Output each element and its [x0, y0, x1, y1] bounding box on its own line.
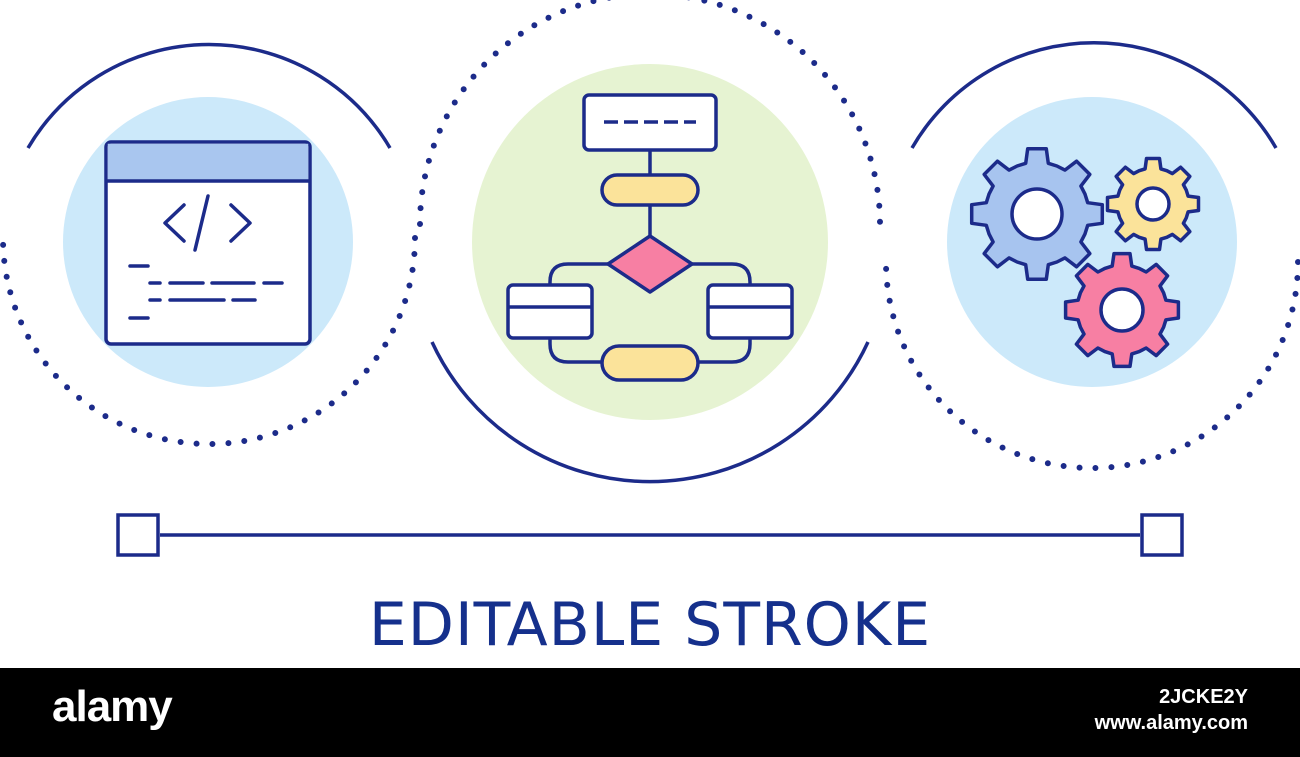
editable-stroke-illustration	[0, 0, 1300, 557]
stroke-right-handle	[1140, 513, 1184, 557]
left-dotted-arc	[0, 235, 418, 447]
watermark-footer: alamy 2JCKE2Y www.alamy.com	[0, 668, 1300, 757]
flow-bottom-pill	[600, 344, 700, 382]
right-solid-arc	[910, 41, 1278, 149]
flow-decision-diamond	[606, 234, 694, 294]
alamy-logo: alamy	[52, 682, 173, 731]
code-brackets-icon	[163, 194, 252, 252]
image-id: 2JCKE2Y	[1159, 686, 1248, 708]
right-dotted-arc	[883, 259, 1300, 471]
code-window-icon	[104, 140, 312, 346]
flowchart-icon	[506, 93, 794, 382]
flow-right-box	[706, 283, 794, 340]
editable-stroke-caption: EDITABLE STROKE	[368, 590, 932, 660]
editable-stroke-line-icon	[116, 513, 1184, 557]
gears-icon	[969, 146, 1201, 369]
middle-solid-arc	[430, 341, 870, 484]
stroke-left-handle	[116, 513, 160, 557]
middle-dotted-arc	[417, 0, 883, 227]
flow-top-pill	[600, 173, 700, 207]
flowchart-group	[417, 0, 883, 484]
flow-left-box	[506, 283, 594, 340]
code-window-group	[0, 42, 418, 447]
left-solid-arc	[26, 42, 392, 149]
gears-group	[883, 41, 1300, 471]
footer-url: www.alamy.com	[1094, 712, 1248, 734]
